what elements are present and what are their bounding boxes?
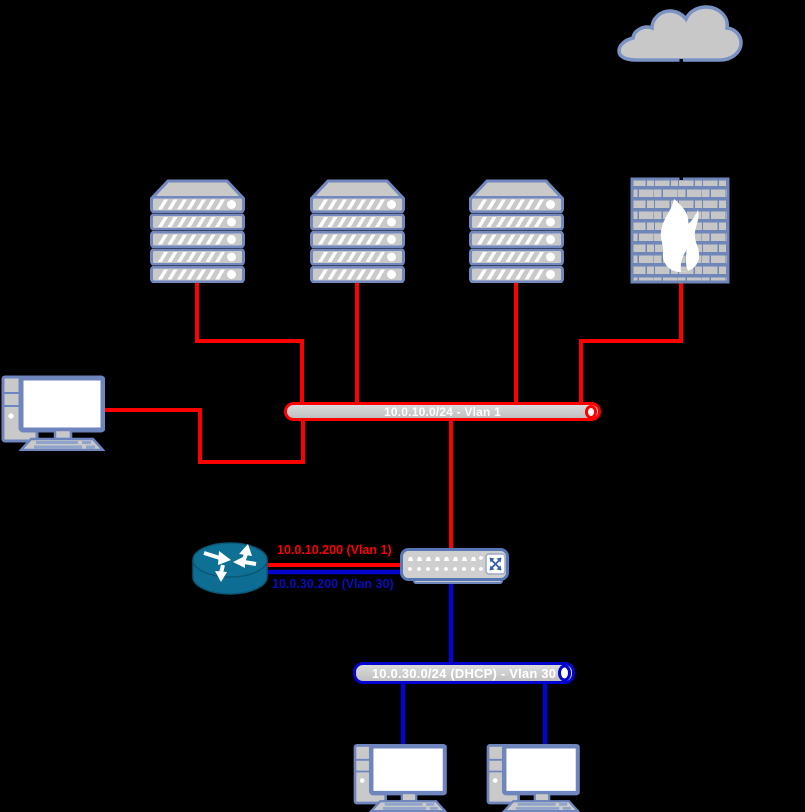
connector-firewall-vlan1 <box>579 282 683 406</box>
vlan1-bus-pipe: 10.0.10.0/24 - Vlan 1 <box>284 402 601 421</box>
desktop-computer-icon <box>1 371 105 451</box>
vlan30-interface-label: 10.0.30.200 (Vlan 30) <box>272 577 394 591</box>
switch-icon <box>400 548 509 584</box>
desktop-computer-icon <box>349 740 451 812</box>
connector-server1-vlan1 <box>195 282 304 406</box>
connector-desktop-vlan1 <box>104 408 305 464</box>
cloud-icon <box>617 5 743 62</box>
vlan1-bus-label: 10.0.10.0/24 - Vlan 1 <box>384 404 501 419</box>
pipe-end-cap <box>558 664 571 682</box>
server-icon <box>310 179 405 283</box>
vlan1-interface-label: 10.0.10.200 (Vlan 1) <box>277 543 392 557</box>
pipe-end-cap <box>585 404 597 419</box>
desktop-computer-icon <box>482 740 584 812</box>
server-icon <box>469 179 564 283</box>
vlan30-bus-pipe: 10.0.30.0/24 (DHCP) - Vlan 30 <box>353 662 575 684</box>
server-icon <box>150 179 245 283</box>
vlan30-bus-label: 10.0.30.0/24 (DHCP) - Vlan 30 <box>371 665 557 681</box>
router-icon <box>192 542 268 595</box>
firewall-icon <box>630 177 730 284</box>
